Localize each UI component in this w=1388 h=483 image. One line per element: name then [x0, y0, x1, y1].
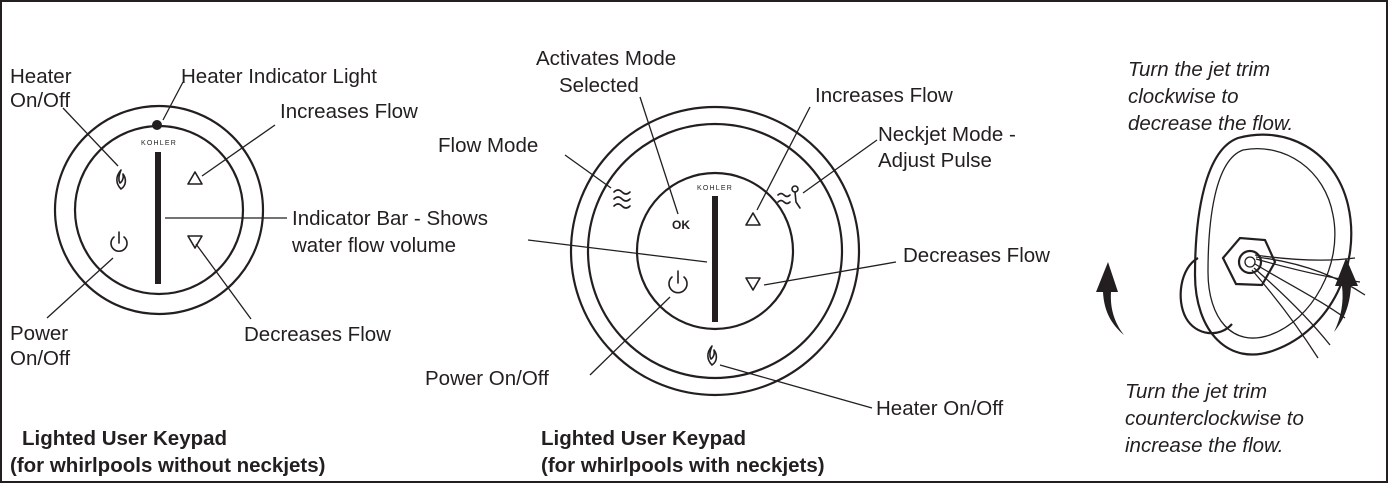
- jet-nozzle-opening: [1237, 249, 1263, 275]
- left-down-triangle-icon: [187, 235, 203, 249]
- ok-button-label: OK: [672, 218, 690, 232]
- activates-mode-label-line1: Activates Mode: [536, 47, 676, 70]
- left-indicator-bar: [155, 152, 161, 284]
- left-flame-icon: [116, 169, 127, 190]
- right-keypad-middle-ring: [586, 122, 844, 380]
- clockwise-note-line2: clockwise to: [1128, 85, 1239, 108]
- right-increases-flow-label: Increases Flow: [815, 84, 953, 107]
- left-keypad-brand: KOHLER: [141, 140, 177, 147]
- jet-trim-inner-rim: [1207, 148, 1336, 339]
- right-power-label: Power On/Off: [425, 367, 549, 390]
- heater-indicator-light-label: Heater Indicator Light: [181, 65, 377, 88]
- counterclockwise-arrow-icon: [1096, 262, 1124, 335]
- counterclockwise-note-line3: increase the flow.: [1125, 434, 1283, 457]
- left-leader-lines: [46, 81, 287, 320]
- left-increases-flow-label: Increases Flow: [280, 100, 418, 123]
- right-caption-line1: Lighted User Keypad: [541, 427, 746, 450]
- right-up-triangle-icon: [745, 212, 761, 226]
- jet-trim-outer-disc: [1193, 133, 1353, 356]
- left-power-label-line1: Power: [10, 322, 68, 345]
- left-keypad: KOHLER: [53, 104, 265, 316]
- heater-on-off-label-line2: On/Off: [10, 89, 70, 112]
- neckjet-mode-label-line2: Adjust Pulse: [878, 149, 992, 172]
- jet-nozzle: [1221, 236, 1277, 287]
- right-power-icon: [668, 270, 688, 294]
- heater-on-off-label-line1: Heater: [10, 65, 72, 88]
- right-keypad: KOHLER OK: [569, 105, 861, 397]
- indicator-bar-label-line1: Indicator Bar - Shows: [292, 207, 488, 230]
- neckjet-icon: [777, 185, 801, 209]
- right-down-triangle-icon: [745, 277, 761, 291]
- right-indicator-bar: [712, 196, 718, 322]
- jet-trim-side-lobe: [1179, 257, 1233, 335]
- left-decreases-flow-label: Decreases Flow: [244, 323, 391, 346]
- left-power-label-line2: On/Off: [10, 347, 70, 370]
- clockwise-note-line1: Turn the jet trim: [1128, 58, 1270, 81]
- counterclockwise-note-line1: Turn the jet trim: [1125, 380, 1267, 403]
- activates-mode-label-line2: Selected: [559, 74, 639, 97]
- left-power-icon: [110, 231, 128, 252]
- indicator-bar-label-line2: water flow volume: [291, 234, 456, 257]
- jet-water-stream: [1251, 254, 1366, 359]
- right-decreases-flow-label: Decreases Flow: [903, 244, 1050, 267]
- left-up-triangle-icon: [187, 171, 203, 185]
- neckjet-mode-label-line1: Neckjet Mode -: [878, 123, 1016, 146]
- right-keypad-inner-ring: [635, 171, 795, 331]
- right-leader-lines: [527, 96, 897, 409]
- counterclockwise-note-line2: counterclockwise to: [1125, 407, 1304, 430]
- right-heater-label: Heater On/Off: [876, 397, 1004, 420]
- flow-mode-icon: [613, 189, 631, 209]
- left-caption-line1: Lighted User Keypad: [22, 427, 227, 450]
- clockwise-arrow-icon: [1334, 258, 1358, 332]
- right-keypad-brand: KOHLER: [697, 185, 733, 192]
- left-caption-line2: (for whirlpools without neckjets): [10, 454, 325, 477]
- jet-trim-illustration: [1096, 133, 1366, 359]
- right-keypad-outer-ring: [569, 105, 861, 397]
- right-caption-line2: (for whirlpools with neckjets): [541, 454, 825, 477]
- jet-nozzle-center: [1244, 256, 1256, 268]
- heater-indicator-light: [152, 120, 162, 130]
- right-flame-icon: [707, 345, 718, 366]
- left-keypad-outer-ring: [53, 104, 265, 316]
- flow-mode-label: Flow Mode: [438, 134, 538, 157]
- clockwise-note-line3: decrease the flow.: [1128, 112, 1293, 135]
